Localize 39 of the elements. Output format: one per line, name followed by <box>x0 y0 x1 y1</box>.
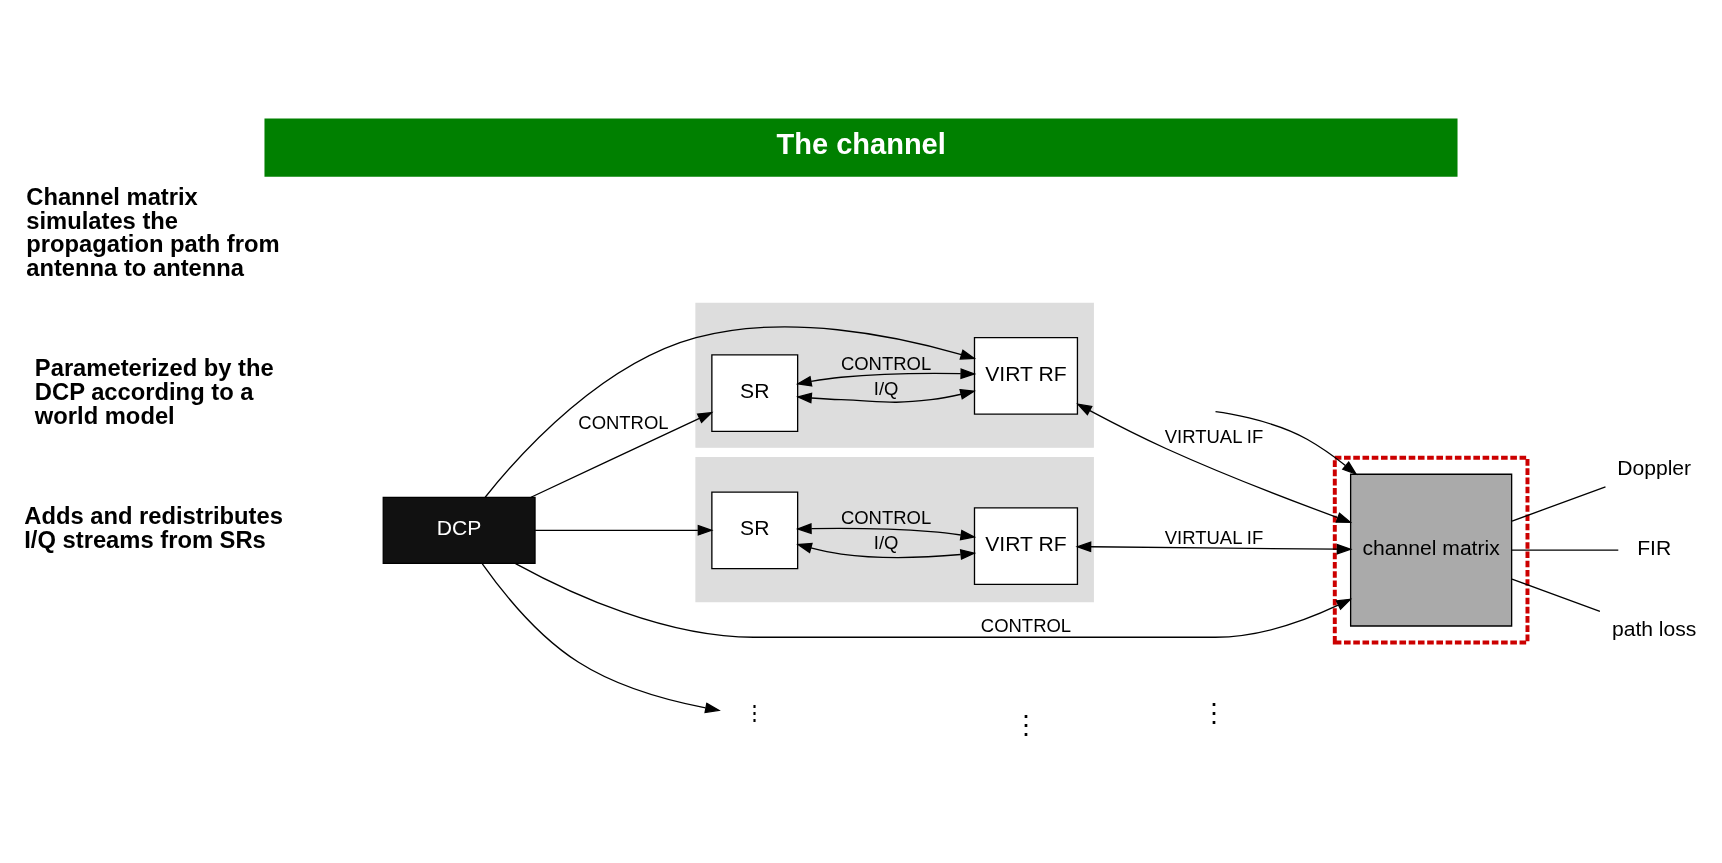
connector <box>1511 578 1601 612</box>
edge-label: VIRTUAL IF <box>1164 526 1264 548</box>
arrow <box>530 411 714 498</box>
label: Parameterized by the DCP according to a world model <box>34 353 274 429</box>
node-box: SR <box>711 353 799 432</box>
edge-label: VIRTUAL IF <box>1164 425 1264 447</box>
node-box: channel matrix <box>1349 473 1513 627</box>
arrow <box>796 388 976 404</box>
arrow <box>514 562 1353 638</box>
arrow <box>795 522 977 540</box>
node-box: VIRT RF <box>973 506 1079 585</box>
diagram-title: The channel <box>776 127 946 160</box>
arrow <box>1214 410 1358 475</box>
arrow <box>796 542 977 560</box>
label: Channel matrix simulates the propagation path from antenna to antenna <box>26 182 280 281</box>
node-text: FIR <box>1637 535 1672 559</box>
label: Adds and redistributes I/Q streams from SRs <box>24 501 283 553</box>
node-text: path loss <box>1611 616 1697 640</box>
node-box: SR <box>711 490 799 569</box>
node-text: Doppler <box>1617 455 1692 479</box>
arrow <box>534 524 714 536</box>
arrow <box>481 562 721 713</box>
edge-label: CONTROL <box>578 411 669 433</box>
edge-label: I/Q <box>873 377 899 399</box>
node-box: VIRT RF <box>973 336 1079 415</box>
node-text: ⋮ <box>744 700 766 724</box>
label: ⋮ <box>1201 697 1228 728</box>
arrow <box>1076 402 1353 523</box>
edge-label: I/Q <box>873 531 899 553</box>
arrow <box>484 325 977 498</box>
label: ⋮ <box>1012 709 1039 740</box>
node-box: DCP <box>382 496 536 564</box>
edge-label: CONTROL <box>980 614 1072 636</box>
connector <box>1511 485 1607 522</box>
arrow <box>1075 540 1353 555</box>
edge-label: CONTROL <box>840 506 932 528</box>
connector <box>1511 548 1619 551</box>
edge-label: CONTROL <box>840 352 932 374</box>
arrow <box>795 367 977 387</box>
